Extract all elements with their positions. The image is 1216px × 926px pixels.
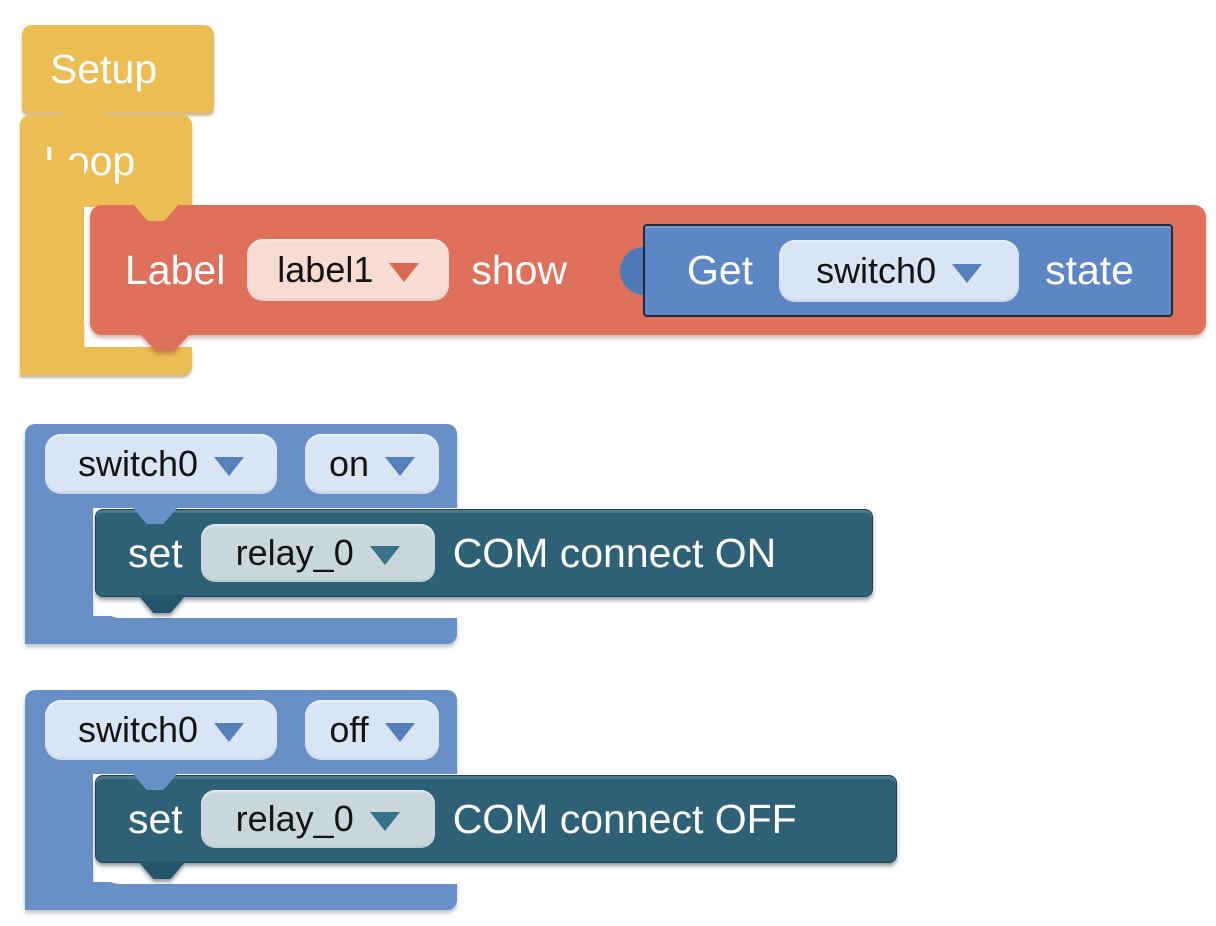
setup-block-body[interactable]: Setup — [22, 25, 214, 113]
set-relay-off-connector-tab — [138, 861, 186, 879]
dropdown-caret-icon — [952, 263, 983, 283]
switch-off-inner-connector-tab — [132, 773, 178, 790]
switch-off-hat-foot — [25, 882, 457, 910]
loop-block-spine — [20, 160, 84, 375]
dropdown-caret-icon — [369, 812, 400, 831]
set-relay-on-block-body[interactable]: set relay_0 COM connect ON — [95, 509, 873, 597]
label-show-prefix-label: Label — [125, 246, 226, 293]
label1-dropdown[interactable]: label1 — [247, 239, 450, 301]
off-dropdown-value: off — [329, 709, 369, 750]
set-relay-on-connector-tab — [138, 595, 186, 613]
relay0-dropdown-on[interactable]: relay_0 — [200, 524, 435, 582]
set-prefix-label: set — [128, 795, 183, 842]
set-relay-off-block-body[interactable]: set relay_0 COM connect OFF — [95, 775, 897, 863]
on-dropdown[interactable]: on — [305, 434, 439, 494]
dropdown-caret-icon — [214, 457, 245, 476]
com-connect-off-label: COM connect OFF — [452, 795, 797, 842]
dropdown-caret-icon — [384, 723, 415, 742]
relay0-dropdown-off[interactable]: relay_0 — [200, 790, 435, 848]
get-state-prefix-label: Get — [687, 247, 754, 293]
switch0-dropdown-on-group[interactable]: switch0 — [45, 434, 277, 494]
switch0-dropdown-off-value: switch0 — [77, 709, 199, 750]
relay0-dropdown-off-value: relay_0 — [235, 798, 354, 839]
dropdown-caret-icon — [214, 723, 245, 742]
com-connect-on-label: COM connect ON — [452, 529, 777, 576]
switch0-dropdown-get[interactable]: switch0 — [779, 239, 1020, 302]
switch-on-hat-foot — [25, 616, 457, 644]
off-dropdown[interactable]: off — [305, 700, 439, 760]
switch0-dropdown-get-value: switch0 — [816, 249, 937, 291]
setup-block-label: Setup — [50, 45, 158, 92]
label1-dropdown-value: label1 — [277, 249, 374, 290]
get-state-suffix-label: state — [1045, 247, 1134, 293]
set-prefix-label: set — [128, 529, 183, 576]
loop-inner-connector-tab — [133, 204, 179, 221]
label-show-suffix-label: show — [471, 246, 568, 293]
label-show-connector-tab — [140, 334, 190, 351]
switch0-dropdown-on-value: switch0 — [77, 443, 199, 484]
dropdown-caret-icon — [385, 457, 416, 476]
get-state-block[interactable]: Get switch0 state — [643, 224, 1173, 317]
dropdown-caret-icon — [369, 546, 400, 565]
on-dropdown-value: on — [328, 443, 370, 484]
dropdown-caret-icon — [389, 263, 420, 282]
loop-block-foot — [20, 347, 192, 375]
switch0-dropdown-off-group[interactable]: switch0 — [45, 700, 277, 760]
switch-on-inner-connector-tab — [132, 507, 178, 524]
relay0-dropdown-on-value: relay_0 — [235, 532, 354, 573]
